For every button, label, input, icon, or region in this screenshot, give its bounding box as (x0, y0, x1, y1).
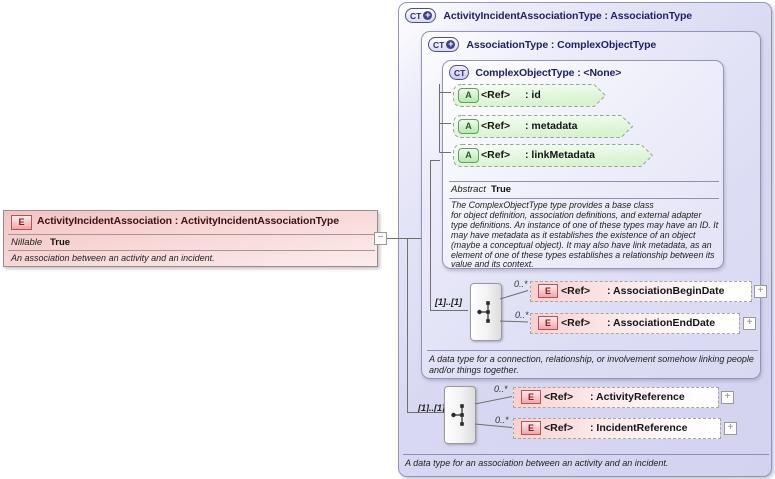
element-icon: E (521, 390, 541, 404)
type-description: A data type for an association between a… (405, 458, 669, 468)
ct-icon-label: CT (410, 10, 422, 21)
type-title: AssociationType : ComplexObjectType (466, 38, 657, 51)
element-name: : AssociationEndDate (607, 317, 716, 329)
attribute-shape (453, 84, 606, 107)
ref-label: <Ref> (544, 391, 574, 403)
element-ref-associationenddate[interactable]: E <Ref> : AssociationEndDate (530, 313, 740, 334)
ref-label: <Ref> (481, 89, 511, 101)
cardinality-label: [1]..[1] (435, 297, 462, 307)
attribute-shape (453, 144, 653, 167)
attribute-ref-metadata[interactable]: A <Ref> : metadata (453, 115, 633, 138)
ref-label: <Ref> (561, 285, 591, 297)
type-title: ComplexObjectType : <None> (475, 66, 622, 79)
element-icon: E (521, 421, 541, 435)
expand-associationbegindate-button[interactable]: + (754, 285, 767, 298)
collapse-button[interactable]: − (374, 232, 387, 245)
element-name: : ActivityReference (590, 391, 685, 403)
abstract-label: Abstract (451, 184, 486, 195)
attribute-ref-linkmetadata[interactable]: A <Ref> : linkMetadata (453, 144, 653, 167)
ref-label: <Ref> (481, 149, 511, 161)
abstract-value: True (491, 184, 512, 195)
type-header: CT + AssociationType : ComplexObjectType (428, 37, 656, 52)
attribute-icon: A (458, 148, 479, 163)
ref-label: <Ref> (481, 120, 511, 132)
occurs-label: 0..* (515, 310, 529, 320)
type-description: The ComplexObjectType type provides a ba… (451, 200, 719, 270)
divider (8, 234, 375, 235)
ref-label: <Ref> (544, 422, 574, 434)
type-description: A data type for a connection, relationsh… (429, 354, 754, 375)
sequence-compositor[interactable] (444, 386, 476, 444)
element-name: : AssociationBeginDate (607, 285, 725, 297)
attribute-shape (453, 115, 633, 138)
sequence-icon (451, 404, 464, 426)
element-description: An association between an activity and a… (11, 253, 215, 263)
occurs-label: 0..* (495, 415, 509, 425)
element-declaration-box[interactable]: E ActivityIncidentAssociation : Activity… (3, 210, 378, 267)
divider (403, 454, 769, 455)
complex-type-icon: CT + (428, 37, 460, 52)
attribute-icon: A (458, 119, 479, 134)
derived-plus-badge: + (446, 39, 456, 49)
type-header: CT + ActivityIncidentAssociationType : A… (405, 8, 692, 23)
sequence-compositor[interactable] (470, 283, 502, 341)
divider (8, 250, 375, 251)
ct-icon-label: CT (454, 67, 466, 78)
nillable-value: True (50, 237, 71, 248)
element-icon: E (11, 215, 32, 230)
attribute-name: : metadata (525, 120, 578, 132)
expand-incidentreference-button[interactable]: + (724, 422, 737, 435)
divider (449, 181, 719, 182)
element-icon: E (538, 284, 558, 298)
attribute-icon: A (458, 88, 479, 103)
divider (449, 198, 719, 199)
attribute-ref-id[interactable]: A <Ref> : id (453, 84, 606, 107)
expand-associationenddate-button[interactable]: + (743, 317, 756, 330)
expand-activityreference-button[interactable]: + (721, 391, 734, 404)
divider (427, 350, 758, 351)
cardinality-label: [1]..[1] (418, 403, 445, 413)
nillable-label: Nillable (11, 237, 43, 248)
type-box-associationtype: CT + AssociationType : ComplexObjectType… (421, 31, 767, 379)
type-title: ActivityIncidentAssociationType : Associ… (443, 9, 693, 22)
element-ref-activityreference[interactable]: E <Ref> : ActivityReference (513, 387, 719, 408)
complex-type-icon: CT (449, 65, 470, 80)
occurs-label: 0..* (514, 279, 528, 289)
ref-label: <Ref> (561, 317, 591, 329)
element-declaration-title: ActivityIncidentAssociation : ActivityIn… (37, 215, 339, 227)
type-box-activityincidentassociationtype: CT + ActivityIncidentAssociationType : A… (398, 2, 772, 477)
attribute-name: : linkMetadata (525, 149, 596, 161)
element-icon: E (538, 316, 558, 330)
attribute-name: : id (525, 89, 541, 101)
occurs-label: 0..* (494, 384, 508, 394)
ct-icon-label: CT (433, 39, 445, 50)
derived-plus-badge: + (423, 10, 433, 20)
element-ref-associationbegindate[interactable]: E <Ref> : AssociationBeginDate (530, 281, 752, 302)
element-ref-incidentreference[interactable]: E <Ref> : IncidentReference (513, 418, 721, 439)
sequence-icon (477, 301, 490, 323)
type-box-complexobjecttype: CT ComplexObjectType : <None> A <Ref> : … (442, 60, 724, 269)
element-name: : IncidentReference (590, 422, 688, 434)
type-header: CT ComplexObjectType : <None> (449, 65, 621, 80)
complex-type-icon: CT + (405, 8, 437, 23)
